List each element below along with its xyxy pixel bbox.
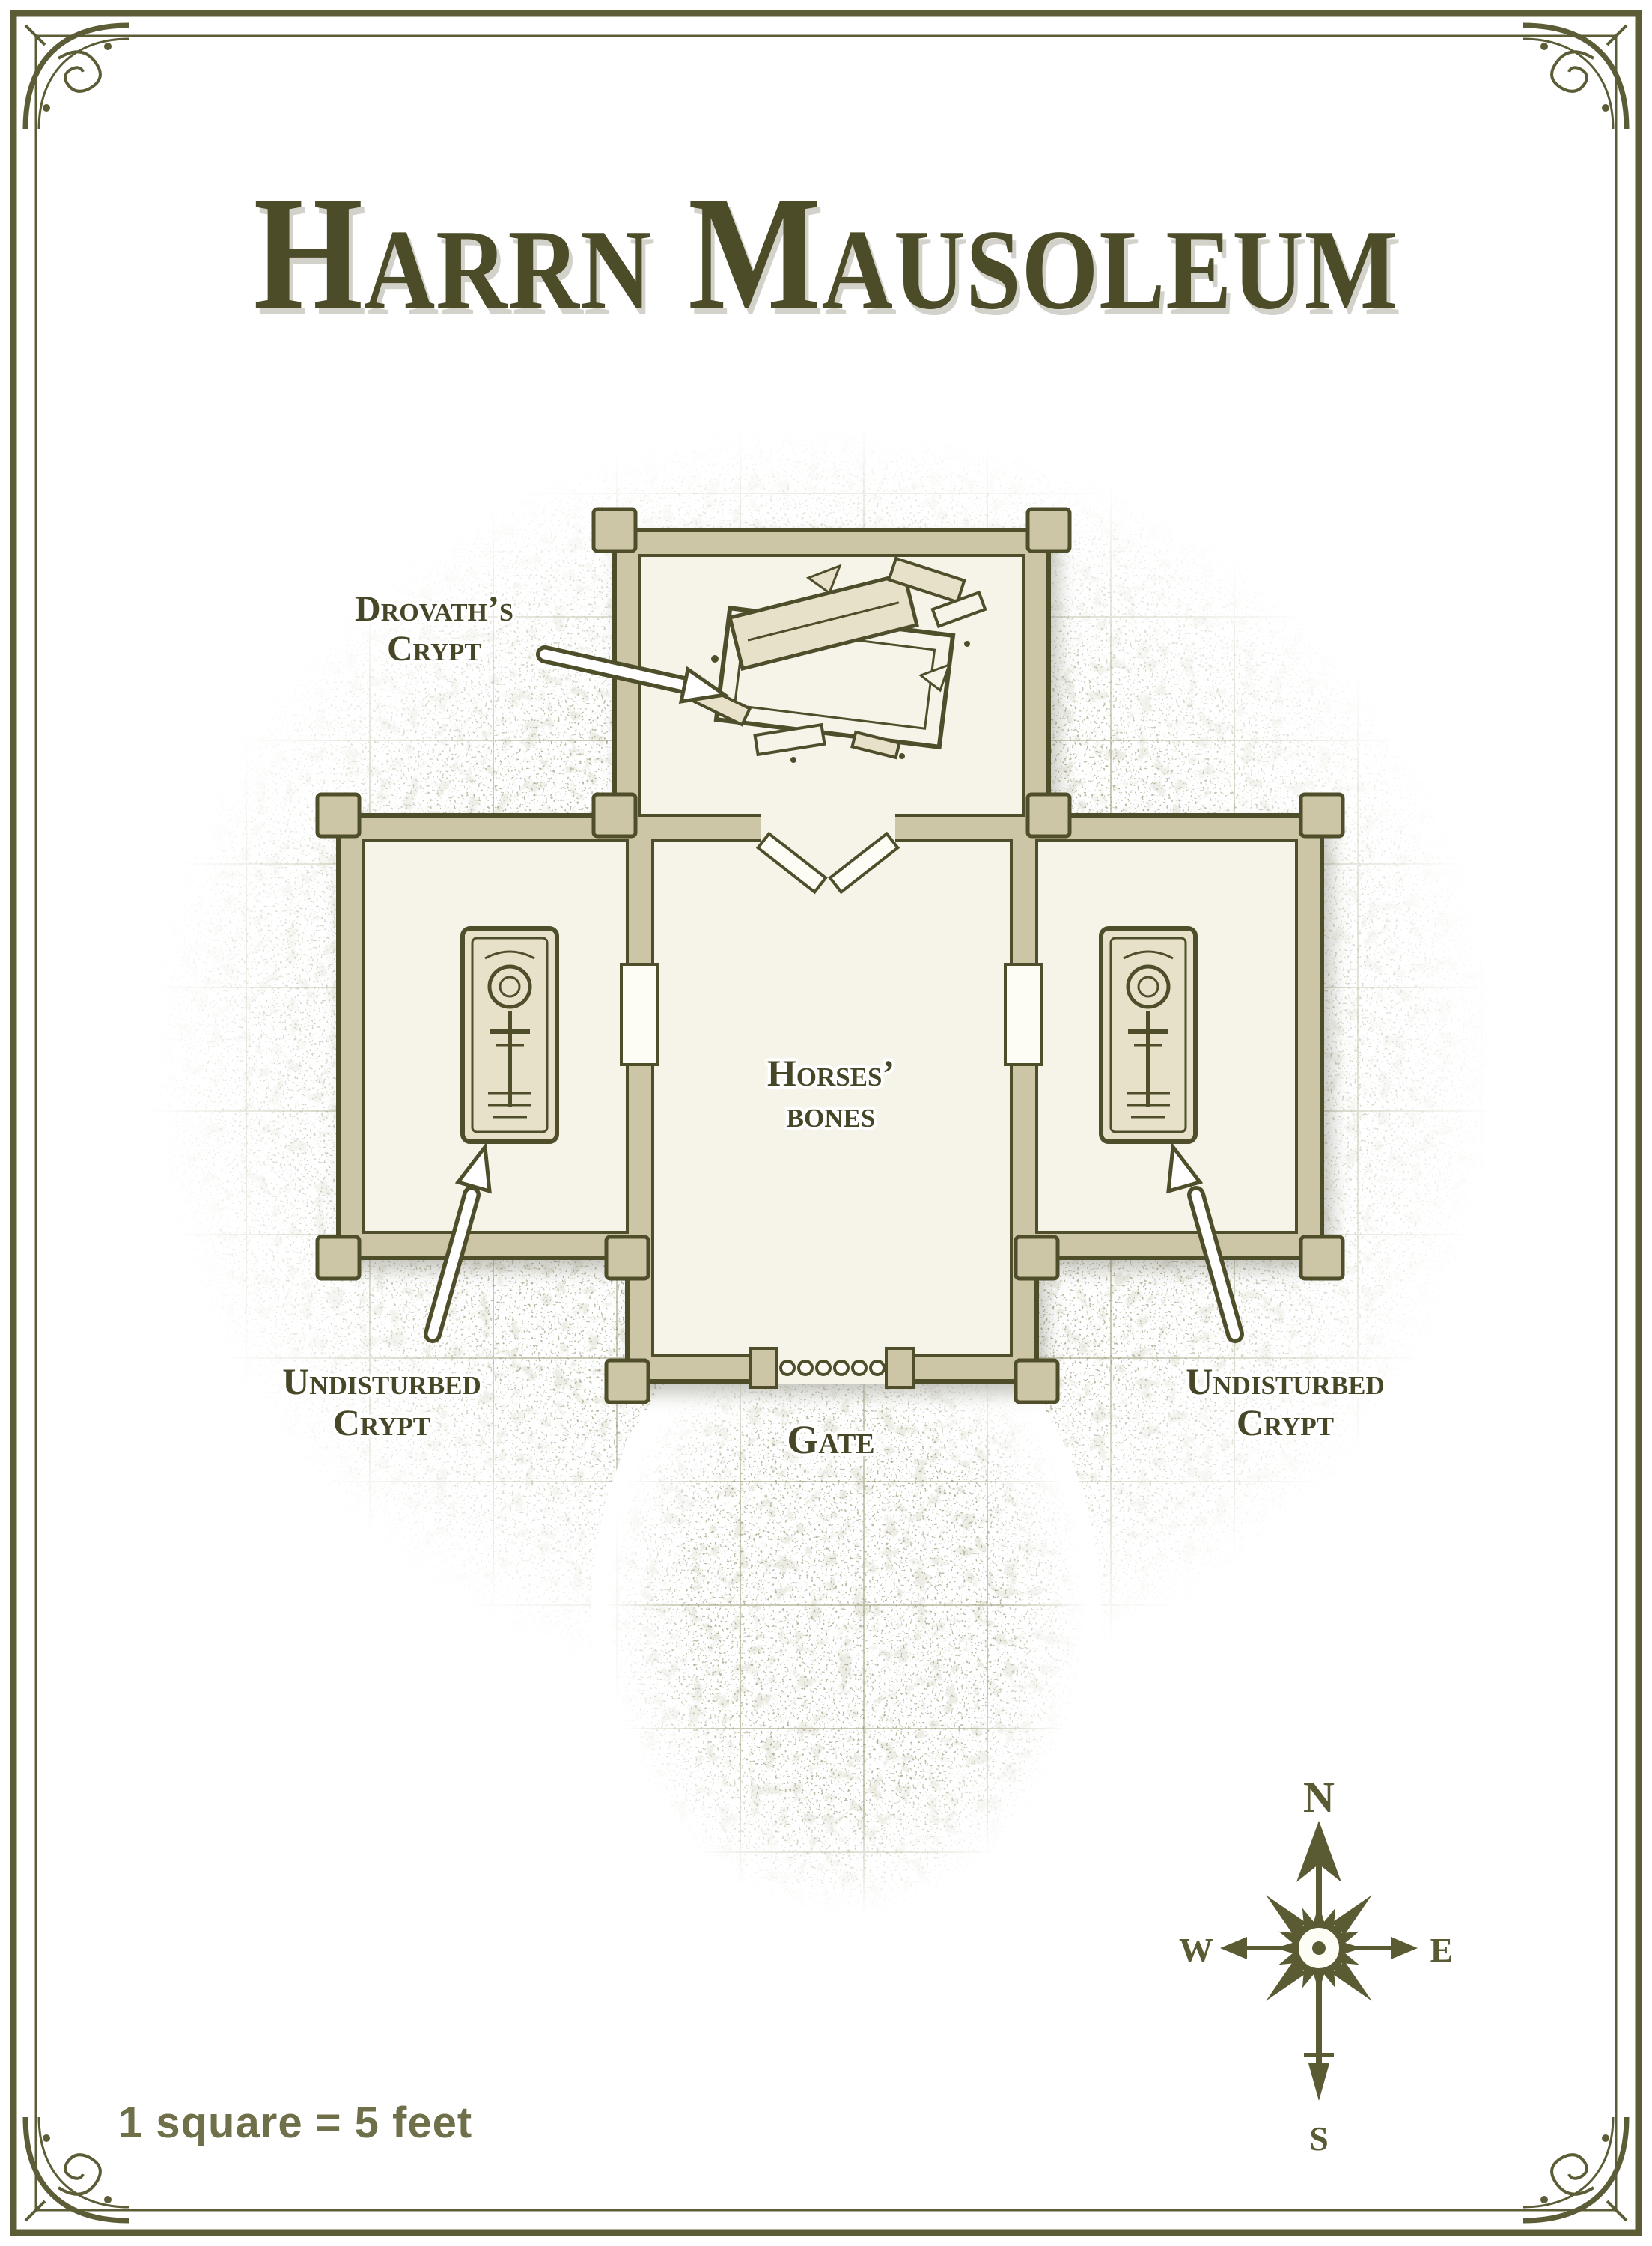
compass-north-needle (1296, 1821, 1341, 1882)
corner-ornament-top-left (25, 25, 129, 129)
drovath-crypt-label-line1: Drovath’s (355, 589, 513, 629)
left-sarcophagus (463, 928, 557, 1142)
right-sarcophagus (1101, 928, 1195, 1142)
horses-bones-label: Horses’ bones (677, 1053, 984, 1135)
right-door (1004, 963, 1043, 1066)
undisturbed-crypt-right-line2: Crypt (1236, 1402, 1335, 1443)
undisturbed-crypt-left-line1: Undisturbed (282, 1360, 481, 1402)
horses-bones-label-line2: bones (786, 1093, 876, 1135)
gate-label: Gate (787, 1417, 875, 1462)
left-door (620, 963, 659, 1066)
page-title: Harrn Mausoleum (253, 162, 1399, 344)
drovath-arrow (536, 645, 730, 704)
compass-label-west: W (1179, 1931, 1213, 1969)
corner-ornament-bottom-left (25, 2117, 129, 2221)
compass-star (1259, 1888, 1379, 2008)
compass-label-north: N (1303, 1773, 1335, 1822)
right-crypt-arrow (1166, 1142, 1244, 1343)
drovath-sarcophagus (692, 556, 987, 763)
undisturbed-crypt-right-label: Undisturbed Crypt (1113, 1361, 1457, 1443)
undisturbed-crypt-right-line1: Undisturbed (1186, 1360, 1385, 1402)
corner-ornament-bottom-right (1523, 2117, 1627, 2221)
drovath-crypt-label-line2: Crypt (386, 628, 482, 669)
horses-bones-label-line1: Horses’ (766, 1052, 895, 1094)
scale-note: 1 square = 5 feet (118, 2099, 473, 2147)
border-frame (10, 10, 1642, 2236)
compass-rose: N W E S (1176, 1770, 1456, 2161)
gate-bars (749, 1347, 915, 1389)
wall-pillars (315, 507, 1345, 1404)
compass-label-south: S (1309, 2119, 1329, 2158)
drovath-crypt-label: Drovath’s Crypt (262, 589, 606, 669)
corner-ornament-top-right (1523, 25, 1627, 129)
compass-label-east: E (1430, 1931, 1454, 1969)
undisturbed-crypt-left-label: Undisturbed Crypt (210, 1361, 554, 1443)
double-doors (755, 811, 900, 895)
undisturbed-crypt-left-line2: Crypt (332, 1402, 431, 1443)
mausoleum-building (315, 507, 1345, 1404)
left-crypt-arrow (424, 1142, 492, 1343)
